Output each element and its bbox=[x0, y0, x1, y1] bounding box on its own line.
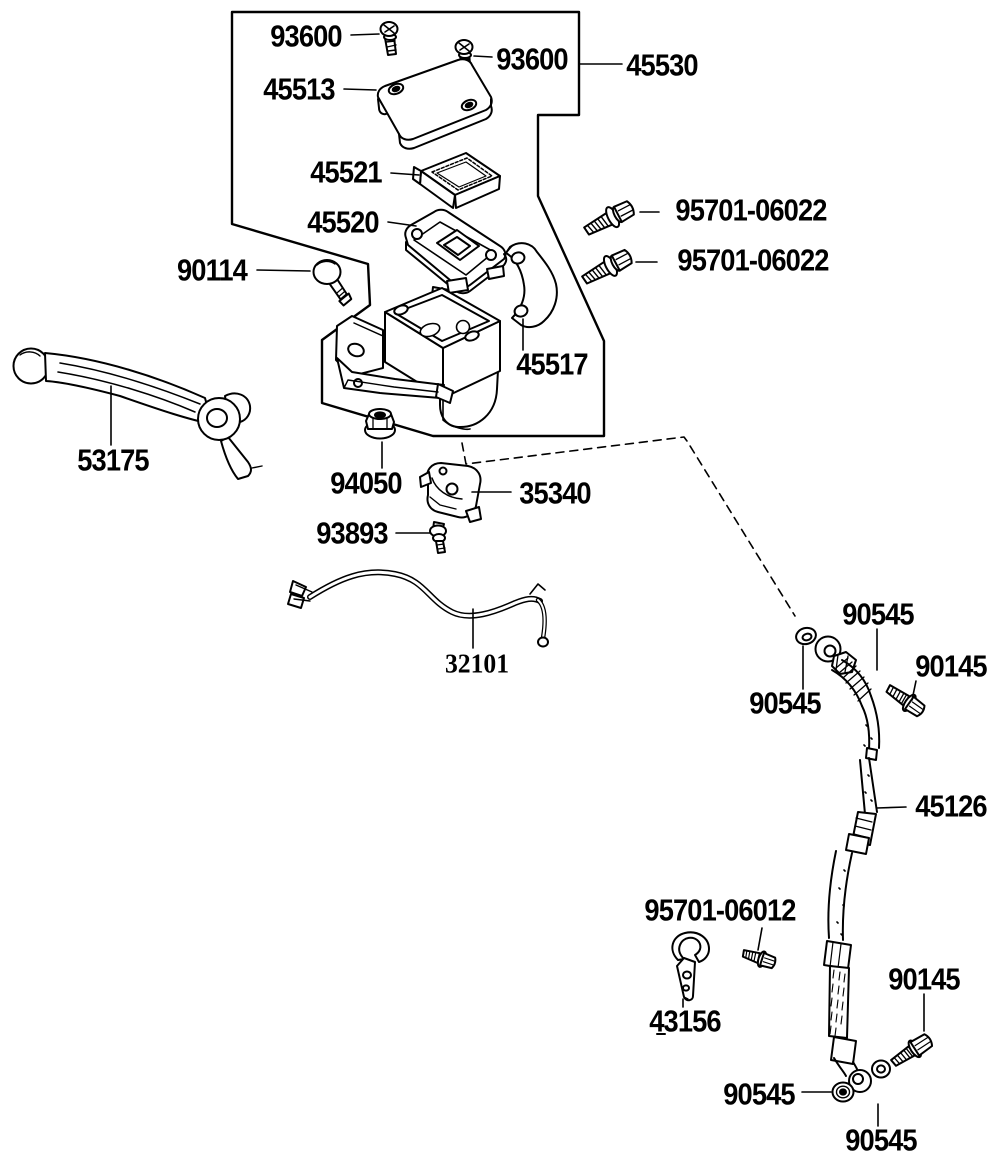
part-label-90545: 90545 bbox=[749, 685, 821, 721]
banjo-bolt-lower-drawing bbox=[890, 1033, 934, 1067]
leader-line-95701-06012 bbox=[757, 927, 763, 951]
leader-line-45520 bbox=[387, 221, 417, 227]
leader-line-45521 bbox=[390, 172, 420, 176]
part-label-35340: 35340 bbox=[519, 475, 591, 511]
brake-lever-drawing bbox=[12, 347, 263, 480]
part-label-94050: 94050 bbox=[330, 465, 402, 501]
part-label-45521: 45521 bbox=[310, 154, 382, 190]
leader-line-45126 bbox=[876, 806, 907, 809]
pivot-bolt-drawing bbox=[312, 259, 353, 307]
leader-lines bbox=[110, 33, 925, 1127]
part-label-93600: 93600 bbox=[270, 18, 342, 54]
handlebar-clamp-drawing bbox=[505, 242, 558, 329]
hose-clamp-drawing bbox=[671, 931, 710, 1002]
flange-bolt-95701-06022-lower-drawing bbox=[581, 248, 633, 285]
switch-screw-drawing bbox=[429, 521, 447, 554]
diaphragm-cup-drawing bbox=[412, 152, 501, 209]
leader-line-90145 bbox=[911, 680, 917, 701]
part-label-53175: 53175 bbox=[77, 442, 149, 478]
wire-harness-drawing bbox=[287, 569, 549, 648]
part-label-90114: 90114 bbox=[177, 252, 248, 288]
part-label-93600: 93600 bbox=[496, 41, 568, 77]
dashed-connector bbox=[461, 436, 796, 617]
part-label-95701-06022: 95701-06022 bbox=[675, 192, 827, 228]
diaphragm-plate-drawing bbox=[404, 208, 508, 300]
part-label-45520: 45520 bbox=[307, 204, 379, 240]
screw-93600-left-drawing bbox=[379, 21, 399, 56]
flange-nut-drawing bbox=[364, 408, 396, 440]
master-cylinder-body-drawing bbox=[335, 277, 501, 431]
brake-switch-drawing bbox=[419, 462, 482, 523]
part-label-45513: 45513 bbox=[263, 71, 335, 107]
assembly-outline bbox=[230, 10, 606, 438]
part-label-32101: 32101 bbox=[444, 648, 510, 679]
part-label-90545: 90545 bbox=[842, 596, 914, 632]
part-label-90545: 90545 bbox=[723, 1076, 795, 1112]
part-label-95701-06012: 95701-06012 bbox=[644, 892, 796, 928]
brake-hose-drawing bbox=[795, 626, 891, 1103]
part-label-43156: 43156 bbox=[649, 1003, 721, 1039]
reservoir-cap-drawing bbox=[376, 58, 493, 150]
part-label-90545: 90545 bbox=[845, 1122, 917, 1157]
part-label-93893: 93893 bbox=[316, 515, 388, 551]
leader-line-93600 bbox=[350, 33, 380, 36]
part-label-90145: 90145 bbox=[915, 648, 987, 684]
part-label-95701-06022: 95701-06022 bbox=[677, 242, 829, 278]
part-label-45517: 45517 bbox=[516, 346, 588, 382]
leader-line-90114 bbox=[256, 269, 311, 272]
banjo-bolt-upper-drawing bbox=[885, 684, 926, 718]
leader-line-45513 bbox=[343, 88, 377, 91]
clamp-bolt-drawing bbox=[741, 949, 777, 970]
part-label-90145: 90145 bbox=[888, 961, 960, 997]
leader-line-93600 bbox=[473, 55, 493, 58]
part-label-45126: 45126 bbox=[915, 788, 987, 824]
part-label-45530: 45530 bbox=[626, 47, 698, 83]
flange-bolt-95701-06022-upper-drawing bbox=[583, 200, 635, 236]
